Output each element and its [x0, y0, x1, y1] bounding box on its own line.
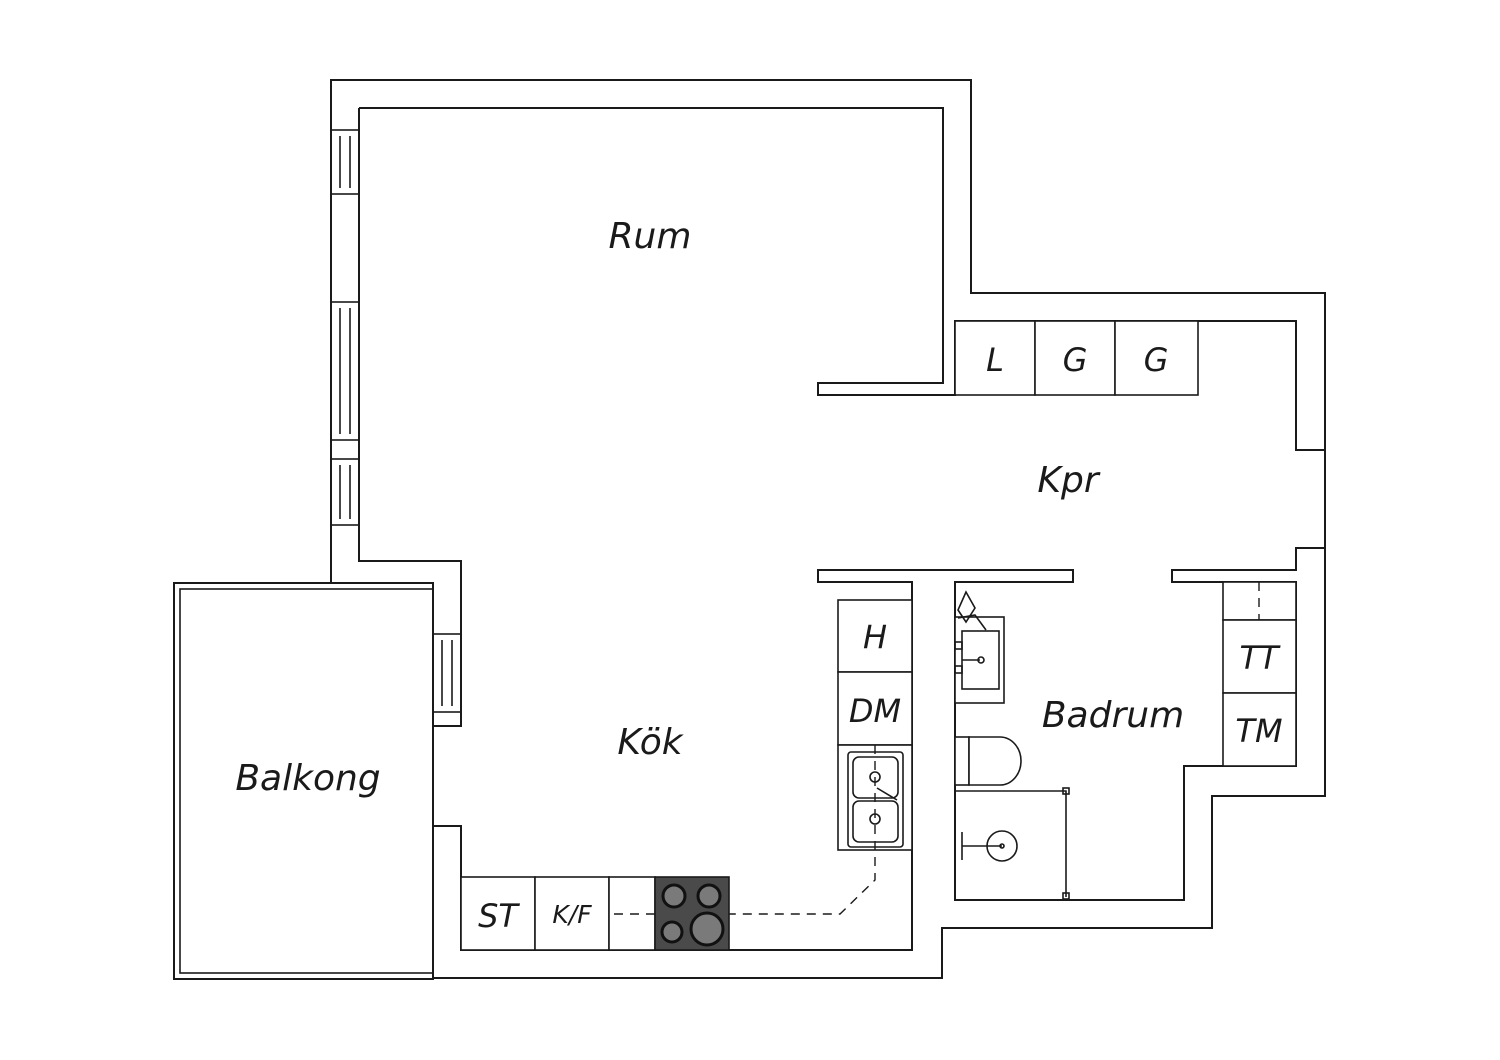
- room-label-kpr: Kpr: [1037, 460, 1100, 501]
- bathroom-lamp-icon: [957, 590, 987, 631]
- wardrobes: [954, 320, 1199, 396]
- inner-wall: [359, 107, 1325, 451]
- window-2: [330, 301, 360, 441]
- window-1: [330, 129, 360, 195]
- shower: [955, 787, 1070, 900]
- wardrobe-label-g2: G: [1144, 341, 1169, 379]
- balcony: [173, 582, 434, 980]
- stove: [654, 876, 730, 951]
- room-label-kok: Kök: [617, 722, 684, 763]
- wardrobe-label-l: L: [986, 341, 1004, 379]
- wardrobe-label-g1: G: [1063, 341, 1088, 379]
- cabinet-label-st: ST: [478, 897, 520, 935]
- room-label-balkong: Balkong: [235, 758, 380, 799]
- room-label-rum: Rum: [609, 216, 692, 257]
- fridge-label-h: H: [863, 618, 887, 656]
- outer-wall: [330, 79, 1326, 979]
- room-label-badrum: Badrum: [1042, 695, 1184, 736]
- laundry-column: [1222, 581, 1297, 767]
- window-3: [330, 458, 360, 526]
- washer-label-tm: TM: [1235, 712, 1282, 750]
- bathroom-basin: [954, 616, 1005, 704]
- window-4: [432, 633, 462, 713]
- dryer-label-tt: TT: [1239, 639, 1281, 677]
- dishwasher-label-dm: DM: [849, 692, 901, 730]
- toilet: [954, 736, 1022, 786]
- fridge-freezer-label-kf: K/F: [552, 900, 592, 929]
- service-line: [609, 745, 876, 915]
